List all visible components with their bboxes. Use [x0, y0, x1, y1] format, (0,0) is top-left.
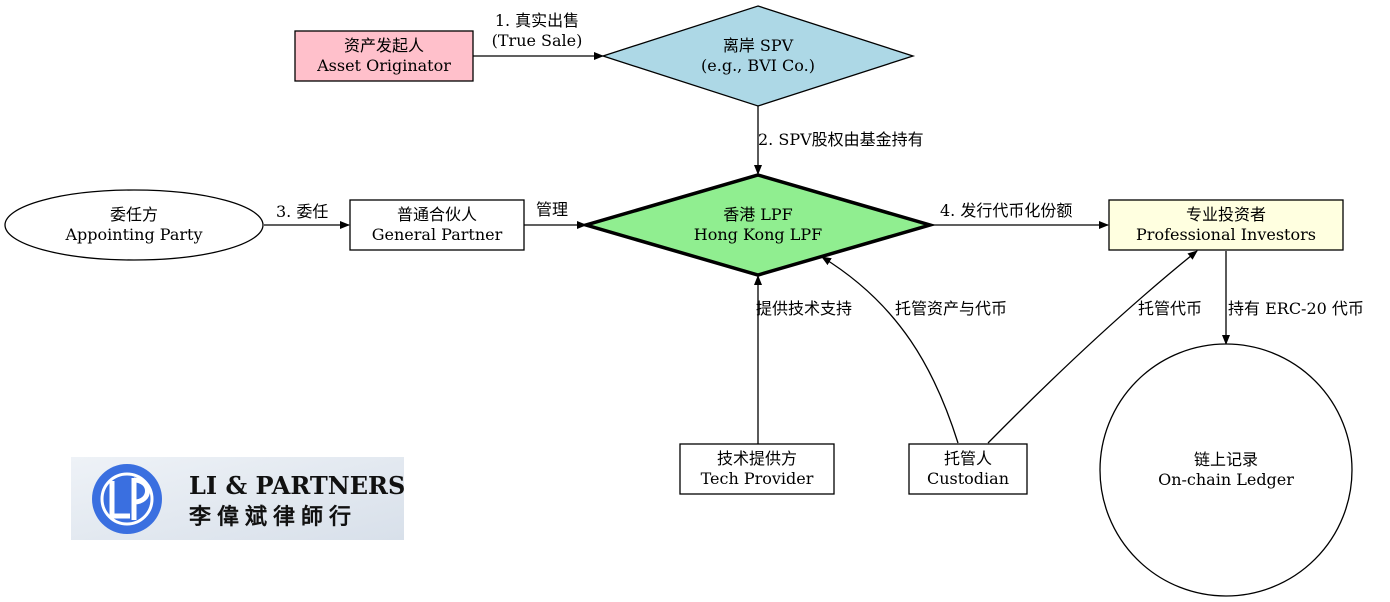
logo-emblem-icon — [92, 464, 162, 534]
node-professional-investors-en: Professional Investors — [1136, 225, 1316, 244]
node-offshore-spv: 离岸 SPV (e.g., BVI Co.) — [600, 5, 916, 107]
edge-label-tech-support: 提供技术支持 — [756, 299, 852, 318]
node-asset-originator: 资产发起人 Asset Originator — [294, 30, 474, 82]
node-tech-provider: 技术提供方 Tech Provider — [679, 443, 835, 495]
edge-label-custody-assets: 托管资产与代币 — [895, 299, 1007, 318]
node-general-partner-box — [349, 199, 525, 251]
node-on-chain-ledger-shape — [1099, 343, 1353, 597]
node-asset-originator-zh: 资产发起人 — [344, 36, 424, 55]
logo-name-zh: 李偉斌律師行 — [188, 504, 357, 530]
edge-custody-tokens — [987, 250, 1198, 444]
node-asset-originator-en: Asset Originator — [316, 56, 451, 75]
edge-label-hold-erc20: 持有 ERC-20 代币 — [1228, 299, 1364, 318]
node-professional-investors: 专业投资者 Professional Investors — [1108, 199, 1344, 251]
node-on-chain-ledger: 链上记录 On-chain Ledger — [1099, 343, 1353, 597]
node-tech-provider-zh: 技术提供方 — [717, 449, 797, 468]
logo-name-en: LI & PARTNERS — [189, 471, 405, 500]
node-hong-kong-lpf: 香港 LPF Hong Kong LPF — [579, 173, 937, 277]
firm-logo: LI & PARTNERS 李偉斌律師行 — [71, 457, 405, 540]
node-professional-investors-zh: 专业投资者 — [1186, 205, 1266, 224]
edge-label-issue-tokens: 4. 发行代币化份额 — [940, 201, 1072, 220]
node-hong-kong-lpf-en: Hong Kong LPF — [694, 225, 823, 244]
node-custodian-zh: 托管人 — [944, 449, 992, 468]
node-appointing-party-shape — [4, 189, 264, 261]
edge-label-manage: 管理 — [536, 200, 568, 219]
node-on-chain-ledger-en: On-chain Ledger — [1158, 470, 1294, 489]
node-appointing-party-zh: 委任方 — [110, 205, 158, 224]
node-general-partner: 普通合伙人 General Partner — [349, 199, 525, 251]
node-custodian: 托管人 Custodian — [908, 443, 1028, 495]
node-hong-kong-lpf-shape — [579, 173, 937, 277]
node-appointing-party: 委任方 Appointing Party — [4, 189, 264, 261]
edge-custody-assets — [821, 256, 959, 444]
edge-label-appoint: 3. 委任 — [276, 202, 328, 221]
node-custodian-box — [908, 443, 1028, 495]
edge-label-spv-equity: 2. SPV股权由基金持有 — [758, 130, 924, 149]
node-general-partner-zh: 普通合伙人 — [397, 205, 477, 224]
node-offshore-spv-zh: 离岸 SPV — [723, 36, 794, 55]
node-offshore-spv-shape — [600, 5, 916, 107]
node-offshore-spv-en: (e.g., BVI Co.) — [701, 56, 815, 75]
node-asset-originator-box — [294, 30, 474, 82]
node-custodian-en: Custodian — [927, 469, 1009, 488]
node-on-chain-ledger-zh: 链上记录 — [1194, 450, 1258, 469]
edge-label-true-sale-en: (True Sale) — [492, 31, 583, 50]
node-hong-kong-lpf-zh: 香港 LPF — [723, 205, 793, 224]
node-tech-provider-en: Tech Provider — [701, 469, 814, 488]
node-tech-provider-box — [679, 443, 835, 495]
edge-label-true-sale-zh: 1. 真实出售 — [495, 11, 579, 30]
node-appointing-party-en: Appointing Party — [65, 225, 203, 244]
edge-label-custody-tokens: 托管代币 — [1138, 299, 1202, 318]
node-general-partner-en: General Partner — [372, 225, 503, 244]
node-professional-investors-box — [1108, 199, 1344, 251]
